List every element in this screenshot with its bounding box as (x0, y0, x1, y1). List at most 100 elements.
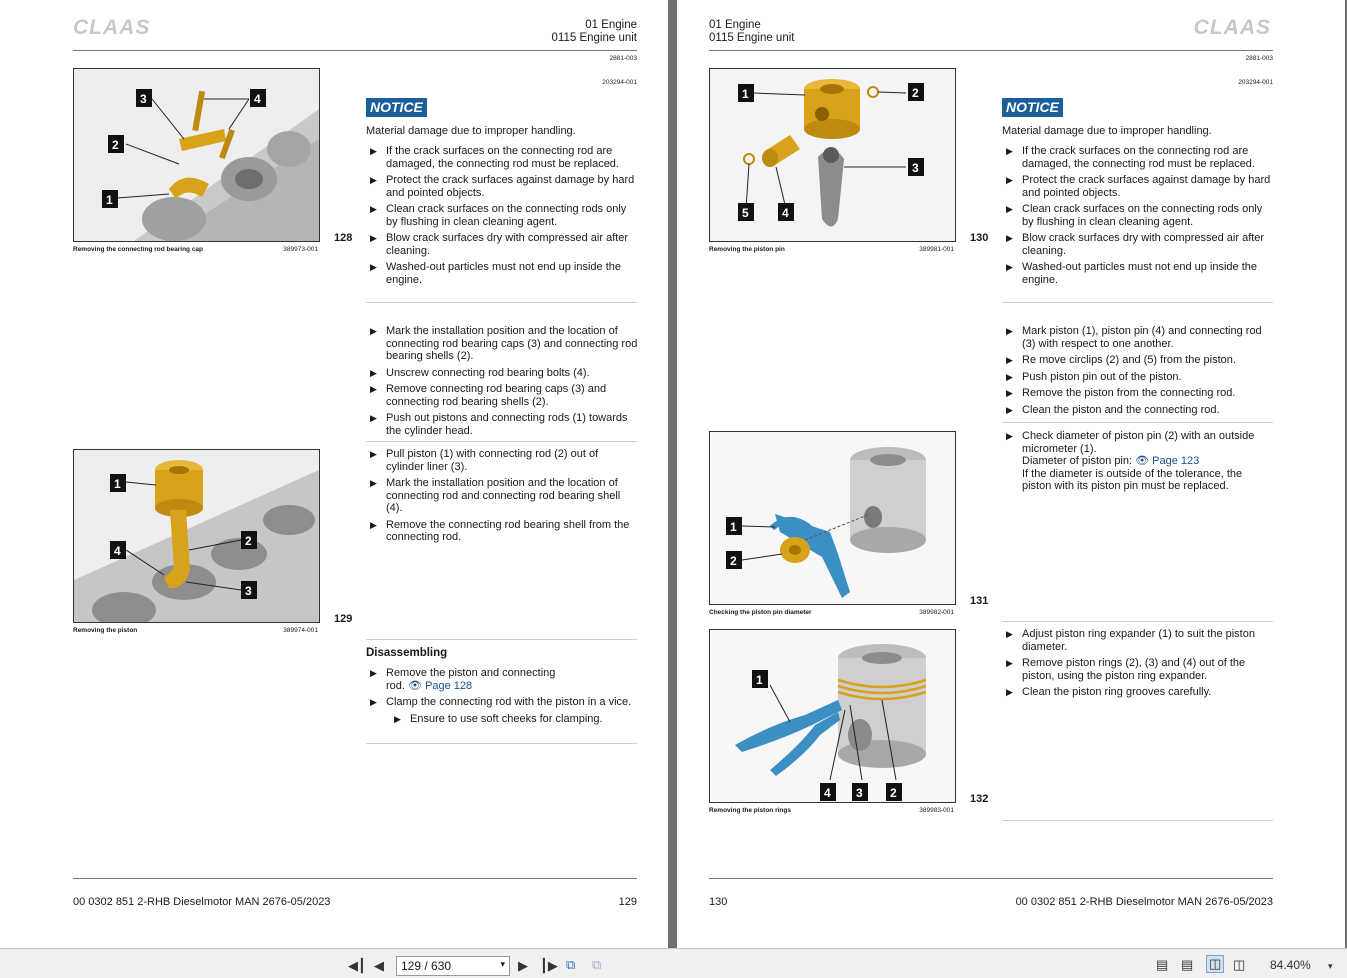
footer-rule (73, 878, 637, 879)
svg-text:3: 3 (912, 161, 919, 175)
callout-3: 3 (852, 783, 868, 801)
svg-text:4: 4 (114, 544, 121, 558)
list-item: Mark the installation position and the l… (366, 477, 638, 515)
two-page-view-icon[interactable]: ◫ (1206, 955, 1225, 973)
section-heading: Disassembling (366, 647, 448, 659)
divider (366, 639, 637, 640)
document-viewer[interactable]: CLAAS 01 Engine 0115 Engine unit 2881-00… (0, 0, 1347, 948)
check-note: If the diameter is outside of the tolera… (1022, 467, 1243, 493)
callout-4: 4 (110, 541, 126, 559)
divider (1002, 422, 1273, 423)
doc-id-top: 2881-003 (609, 55, 637, 62)
svg-text:4: 4 (254, 92, 261, 106)
header-line-1: 01 Engine (585, 19, 637, 31)
step-list: Remove the piston and connecting rod. 👁 … (366, 667, 638, 729)
svg-text:1: 1 (742, 87, 749, 101)
next-page-icon[interactable]: ▶ (518, 958, 528, 973)
list-item: Clean crack surfaces on the connecting r… (1002, 203, 1274, 228)
footer-page-number: 130 (709, 896, 728, 908)
callout-2: 2 (908, 83, 924, 101)
two-page-continuous-icon[interactable]: ◫ (1233, 957, 1246, 972)
list-item: Mark piston (1), piston pin (4) and conn… (1002, 325, 1274, 350)
first-page-icon[interactable]: ◀┃ (348, 958, 366, 973)
claas-logo: CLAAS (1193, 16, 1271, 39)
figure-number: 128 (334, 232, 353, 244)
list-item: Remove piston rings (2), (3) and (4) out… (1002, 657, 1274, 682)
svg-text:4: 4 (782, 206, 789, 220)
list-item: Blow crack surfaces dry with compressed … (366, 232, 638, 257)
notice-intro: Material damage due to improper handling… (366, 125, 576, 137)
chevron-down-icon[interactable]: ▾ (500, 959, 505, 969)
figure-caption: Removing the piston pin (709, 246, 785, 253)
list-item: Unscrew connecting rod bearing bolts (4)… (366, 367, 638, 380)
previous-view-icon[interactable]: ⧉ (566, 957, 576, 972)
page-link[interactable]: 👁 Page 128 (408, 679, 473, 692)
divider (366, 743, 637, 744)
list-item: Pull piston (1) with connecting rod (2) … (366, 448, 638, 473)
continuous-page-icon[interactable]: ▤ (1181, 957, 1194, 972)
list-item-text: Remove the piston and connecting rod. (386, 667, 556, 692)
previous-page-icon[interactable]: ◀ (374, 958, 384, 973)
footer-rule (709, 878, 1273, 879)
figure-id: 389983-001 (919, 807, 954, 814)
list-item: Remove connecting rod bearing caps (3) a… (366, 383, 638, 408)
notice-intro: Material damage due to improper handling… (1002, 125, 1212, 137)
sub-list-item: Ensure to use soft cheeks for clamping. (366, 713, 638, 726)
svg-text:1: 1 (756, 673, 763, 687)
figure-id: 389981-001 (919, 246, 954, 253)
figure-id: 389973-001 (283, 246, 318, 253)
list-item: Clamp the connecting rod with the piston… (366, 696, 638, 709)
list-item: Remove the piston from the connecting ro… (1002, 387, 1274, 400)
page-indicator[interactable]: 129 / 630 (401, 959, 452, 973)
figure-number: 129 (334, 613, 353, 625)
list-item: Re move circlips (2) and (5) from the pi… (1002, 354, 1274, 367)
list-item: Protect the crack surfaces against damag… (366, 174, 638, 199)
diameter-label: Diameter of piston pin: (1022, 455, 1133, 467)
figure-checking-piston-pin: 1 2 (709, 431, 956, 605)
footer-doc-title: 00 0302 851 2-RHB Dieselmotor MAN 2676-0… (73, 896, 331, 908)
page-number-input[interactable]: 129 / 630 ▾ (396, 956, 510, 976)
list-item: Adjust piston ring expander (1) to suit … (1002, 628, 1274, 653)
list-item: Washed-out particles must not end up ins… (366, 261, 638, 286)
svg-text:3: 3 (245, 584, 252, 598)
page-link[interactable]: 👁 Page 123 (1135, 455, 1200, 467)
svg-text:3: 3 (140, 92, 147, 106)
step-list: Adjust piston ring expander (1) to suit … (1002, 628, 1274, 703)
page-link-label[interactable]: Page 123 (1152, 455, 1200, 467)
header-rule (709, 50, 1273, 51)
svg-text:1: 1 (730, 520, 737, 534)
divider (366, 302, 637, 303)
zoom-value[interactable]: 84.40% (1270, 958, 1311, 972)
svg-text:2: 2 (912, 86, 919, 100)
list-item: Push piston pin out of the piston. (1002, 371, 1274, 384)
callout-4: 4 (778, 203, 794, 221)
svg-text:2: 2 (730, 554, 737, 568)
callout-3: 3 (136, 89, 152, 107)
step-list: Pull piston (1) with connecting rod (2) … (366, 448, 638, 548)
page-link-label[interactable]: Page 128 (425, 679, 473, 692)
header-line-1: 01 Engine (709, 19, 761, 31)
callout-2: 2 (108, 135, 124, 153)
callout-2: 2 (241, 531, 257, 549)
list-item: Blow crack surfaces dry with compressed … (1002, 232, 1274, 257)
zoom-level[interactable]: 84.40% ▾ (1270, 958, 1333, 972)
callout-1: 1 (726, 517, 742, 535)
single-page-icon[interactable]: ▤ (1156, 957, 1169, 972)
diameter-line: Diameter of piston pin: 👁 Page 123 (1022, 455, 1274, 468)
figure-number: 131 (970, 595, 989, 607)
list-item: If the crack surfaces on the connecting … (1002, 145, 1274, 170)
figure-caption: Checking the piston pin diameter (709, 609, 812, 616)
header-rule (73, 50, 637, 51)
next-view-icon[interactable]: ⧉ (592, 957, 602, 972)
claas-logo: CLAAS (73, 16, 151, 39)
callout-4: 4 (250, 89, 266, 107)
chevron-down-icon[interactable]: ▾ (1328, 961, 1333, 971)
notice-list: If the crack surfaces on the connecting … (1002, 145, 1274, 290)
divider (1002, 621, 1273, 622)
callout-1: 1 (752, 670, 768, 688)
header-line-2: 0115 Engine unit (709, 32, 795, 44)
callout-2: 2 (886, 783, 902, 801)
last-page-icon[interactable]: ┃▶ (540, 958, 558, 973)
list-item: Clean the piston and the connecting rod. (1002, 404, 1274, 417)
header-line-2: 0115 Engine unit (551, 32, 637, 44)
